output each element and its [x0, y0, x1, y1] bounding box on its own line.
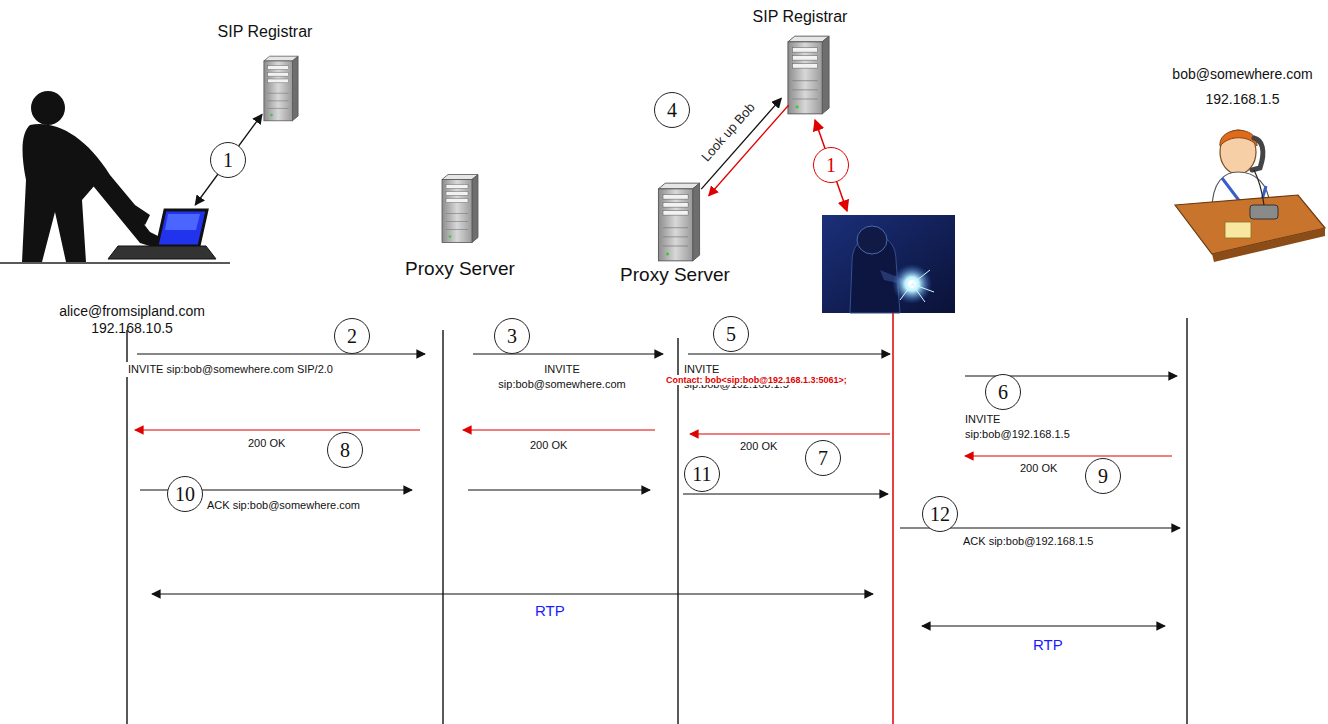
- callout-number: 3: [494, 318, 530, 354]
- node-label: SIP Registrar: [195, 22, 335, 41]
- callout-number: Contact: bob<sip:bob@192.168.1.3:5061>;: [665, 375, 848, 385]
- message-arrow: [135, 354, 1180, 626]
- callout-number: 8: [327, 432, 363, 468]
- alice-endpoint: alice@fromsipland.com 192.168.10.5: [5, 88, 250, 350]
- edge-label: Look up Bob: [697, 98, 759, 166]
- callout-number: 1: [210, 142, 246, 178]
- node-label: SIP Registrar: [730, 7, 870, 26]
- callout-number: 5: [713, 316, 749, 352]
- proxy-server: Proxy Server: [390, 170, 530, 285]
- callout-number: 4: [654, 92, 690, 128]
- proxy-server: Proxy Server: [595, 180, 755, 290]
- message-label: 200 OK: [246, 436, 287, 451]
- message-label: 200 OK: [738, 439, 779, 454]
- callout-number: 12: [922, 496, 958, 532]
- bob-endpoint: bob@somewhere.com 192.168.1.5: [1160, 60, 1325, 265]
- media-label: RTP: [1030, 636, 1066, 653]
- icon-area: [262, 55, 300, 122]
- media-label: RTP: [532, 602, 568, 619]
- icon-area: [440, 172, 480, 245]
- message-label: INVITE sip:bob@192.168.1.5: [963, 412, 1087, 442]
- alice-figure: [0, 91, 230, 263]
- callout-number: 2: [334, 318, 370, 354]
- connector-arrow: [195, 114, 262, 205]
- message-label: ACK sip:bob@somewhere.com: [205, 498, 362, 513]
- lifeline: [127, 313, 1187, 724]
- attacker-picture: [822, 215, 955, 313]
- icon-area: [150, 205, 200, 260]
- node-label: Proxy Server: [390, 258, 530, 281]
- node-label: alice@fromsipland.com 192.168.10.5: [27, 303, 237, 337]
- message-label: ACK sip:bob@192.168.1.5: [961, 534, 1095, 549]
- icon-area: [1175, 115, 1320, 260]
- registrar-server: SIP Registrar: [195, 20, 335, 125]
- icon-area: [785, 35, 832, 115]
- callout-number: 7: [805, 440, 841, 476]
- server-icon: [264, 36, 829, 261]
- node-label: Proxy Server: [595, 264, 755, 287]
- callout-number: 9: [1085, 458, 1121, 494]
- node-label: bob@somewhere.com 192.168.1.5: [1160, 62, 1325, 111]
- bob-figure: [1175, 130, 1325, 262]
- message-label: 200 OK: [528, 438, 569, 453]
- callout-number: 6: [985, 374, 1021, 410]
- callout-number: 1: [813, 147, 849, 183]
- message-label: INVITE sip:bob@somewhere.com: [490, 362, 634, 392]
- message-label: INVITE sip:bob@somewhere.com SIP/2.0: [126, 362, 335, 377]
- callout-number: 10: [167, 476, 203, 512]
- icon-area: [653, 182, 705, 262]
- message-label: 200 OK: [1018, 461, 1059, 476]
- callout-number: 11: [684, 456, 720, 492]
